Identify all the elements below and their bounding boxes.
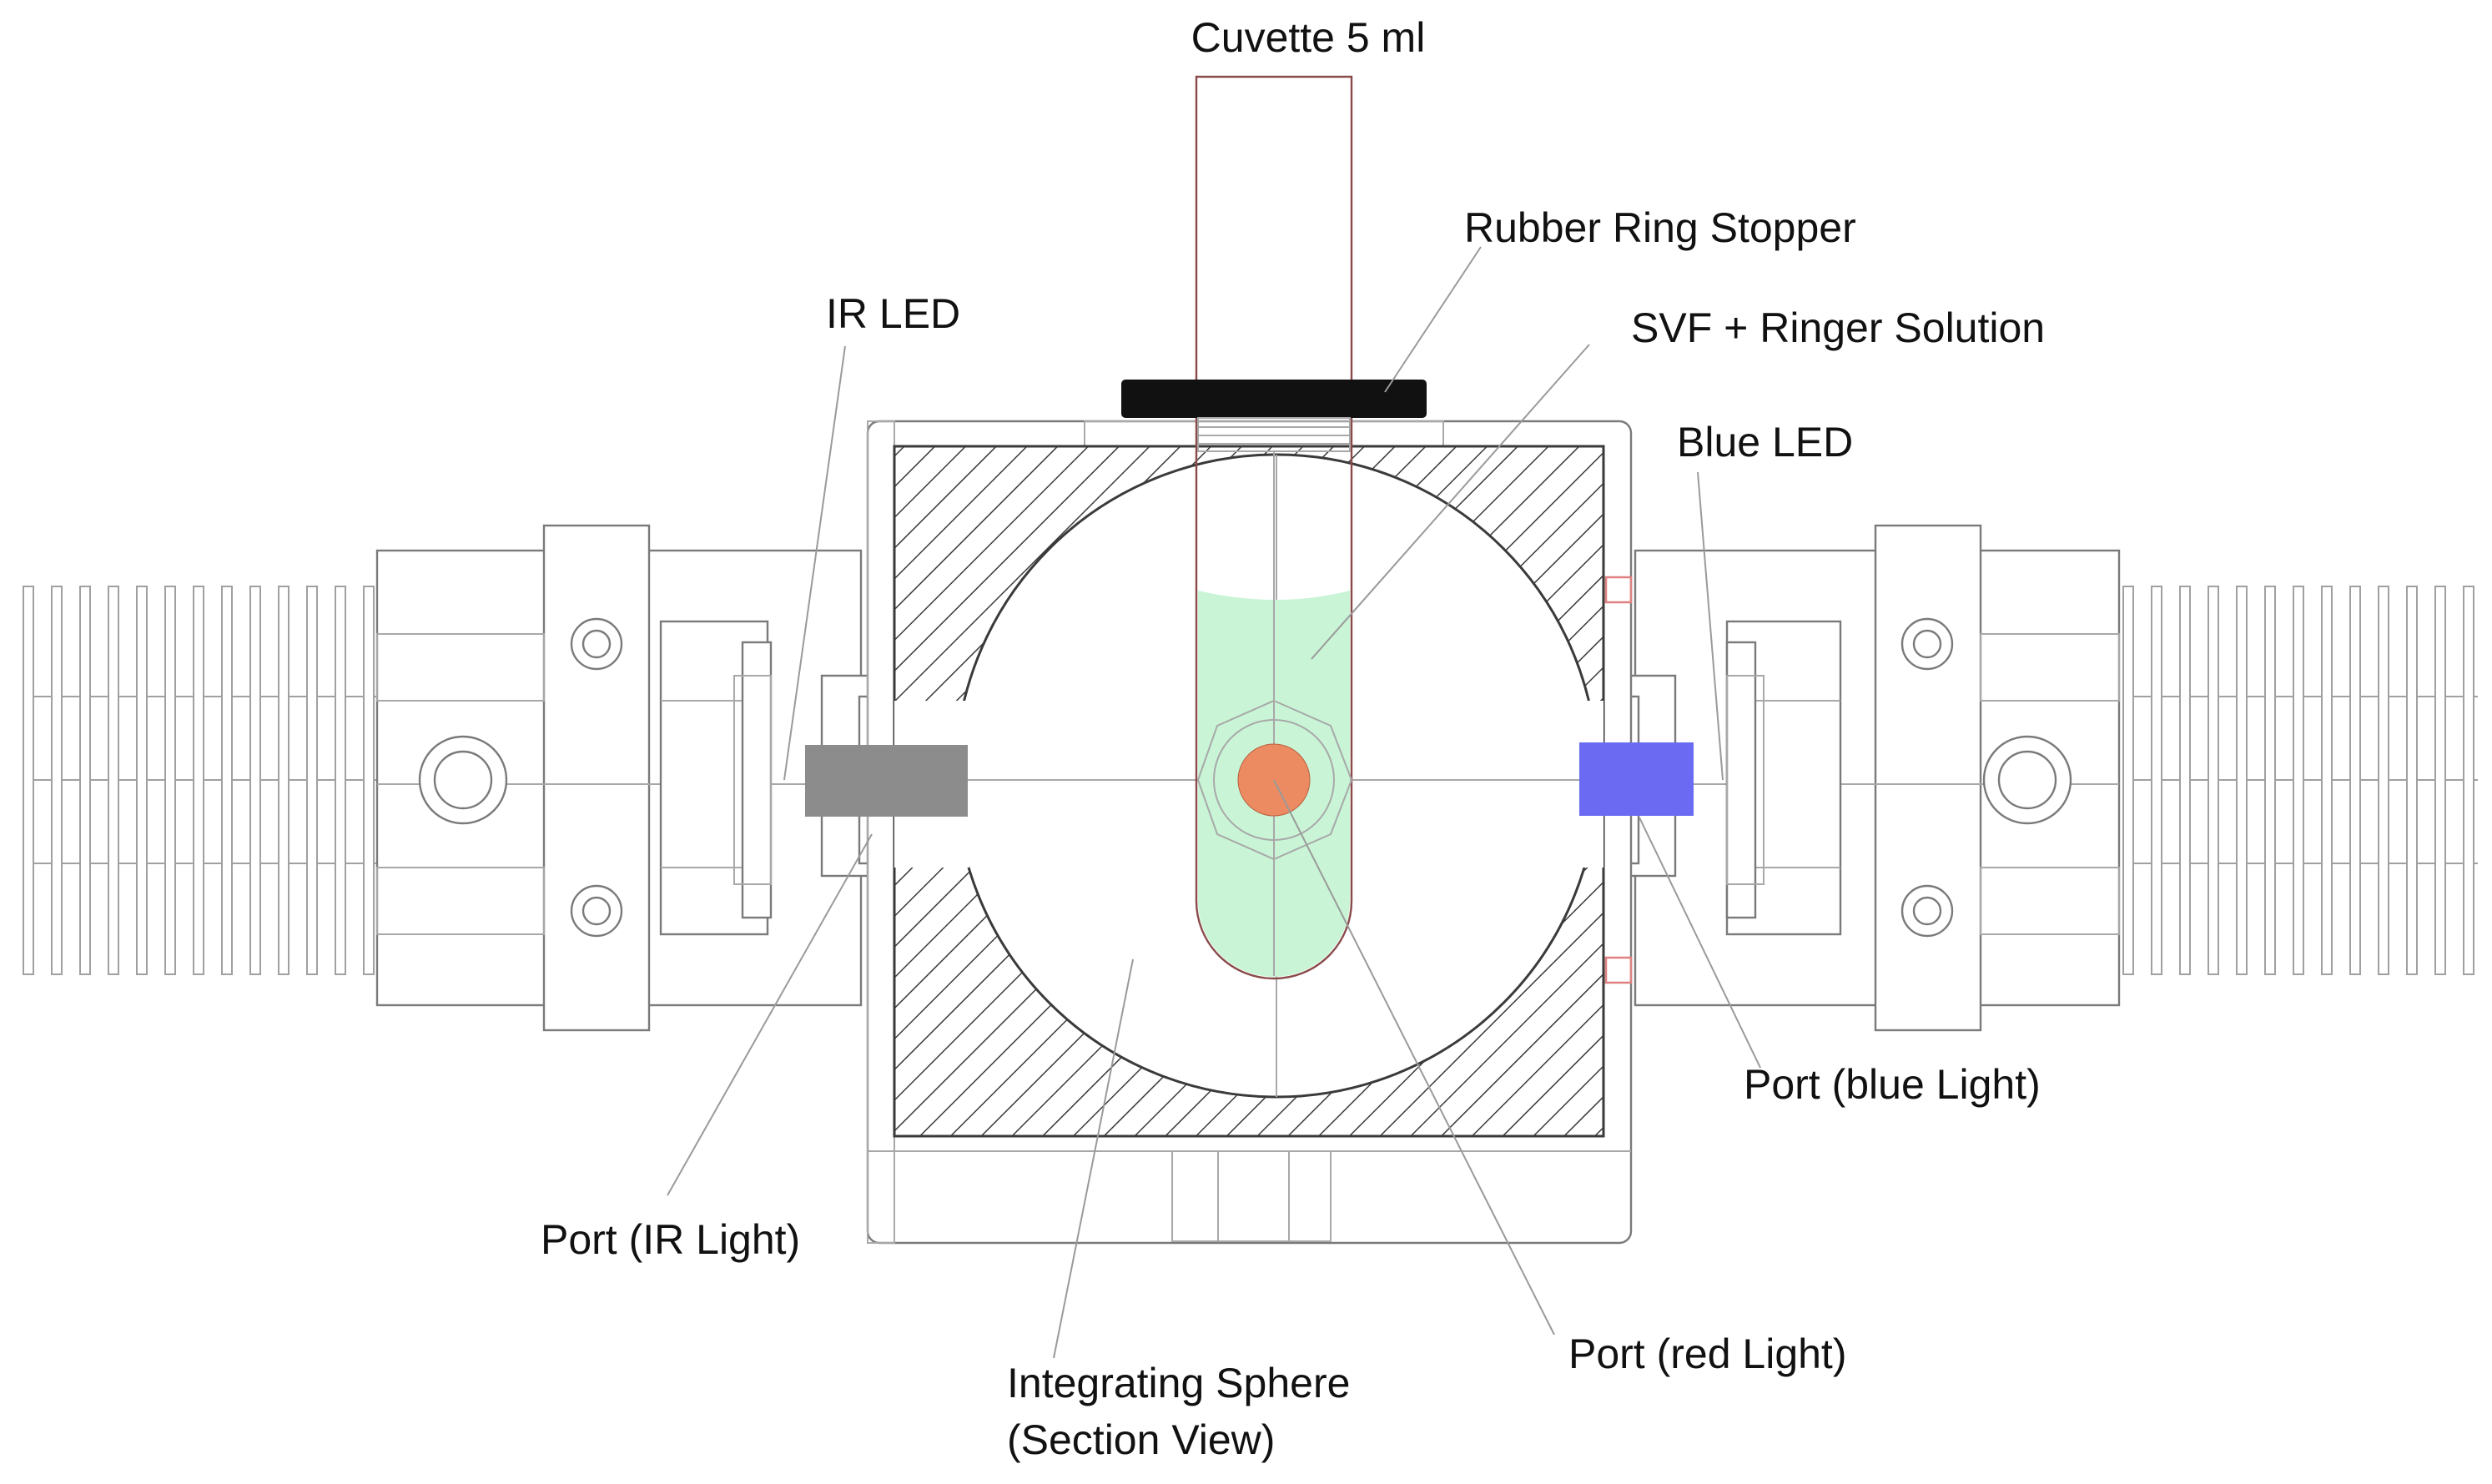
label-sphere-line1: Integrating Sphere [1007, 1360, 1350, 1406]
marker-square [1604, 956, 1633, 984]
heatsink-fin [193, 586, 204, 975]
heatsink-fin [2122, 586, 2134, 975]
label-ir-led: IR LED [826, 290, 960, 337]
label-port-red: Port (red Light) [1568, 1331, 1846, 1377]
heatsink-fin [2208, 586, 2219, 975]
heatsink-fin [164, 586, 176, 975]
heatsink-fin [2293, 586, 2304, 975]
label-cuvette: Cuvette 5 ml [1191, 14, 1426, 61]
heatsink-fin [136, 586, 148, 975]
heatsink-fin [2321, 586, 2333, 975]
heatsink-fin [2264, 586, 2276, 975]
heatsink-fin [335, 586, 346, 975]
label-blue-led: Blue LED [1677, 419, 1853, 465]
left-heatsink [23, 586, 380, 975]
heatsink-fin [2463, 586, 2474, 975]
ir-light-port [805, 745, 968, 817]
blue-light-port [1579, 742, 1694, 816]
heatsink-fin [2378, 586, 2389, 975]
heatsink-fin [2179, 586, 2191, 975]
rubber-ring-stopper [1121, 380, 1427, 418]
heatsink-fin [79, 586, 91, 975]
heatsink-fin [23, 586, 34, 975]
label-port-ir: Port (IR Light) [541, 1216, 800, 1263]
label-port-blue: Port (blue Light) [1744, 1061, 2041, 1108]
heatsink-fin [306, 586, 318, 975]
heatsink-fin [2349, 586, 2361, 975]
label-rubber-ring-stopper: Rubber Ring Stopper [1464, 204, 1856, 251]
heatsink-fin [2236, 586, 2248, 975]
label-svf-ringer: SVF + Ringer Solution [1631, 304, 2045, 351]
heatsink-fin [249, 586, 261, 975]
heatsink-fin [2434, 586, 2446, 975]
heatsink-fin [108, 586, 119, 975]
marker-square [1604, 576, 1633, 604]
right-heatsink [2122, 586, 2478, 975]
heatsink-fin [2406, 586, 2418, 975]
heatsink-fin [278, 586, 289, 975]
label-sphere-line2: (Section View) [1007, 1416, 1275, 1463]
cuvette-tube [1195, 75, 1353, 980]
leader-lines [667, 246, 1761, 1359]
heatsink-fin [221, 586, 233, 975]
heatsink-fin [363, 586, 375, 975]
heatsink-fin [51, 586, 63, 975]
heatsink-fin [2151, 586, 2162, 975]
